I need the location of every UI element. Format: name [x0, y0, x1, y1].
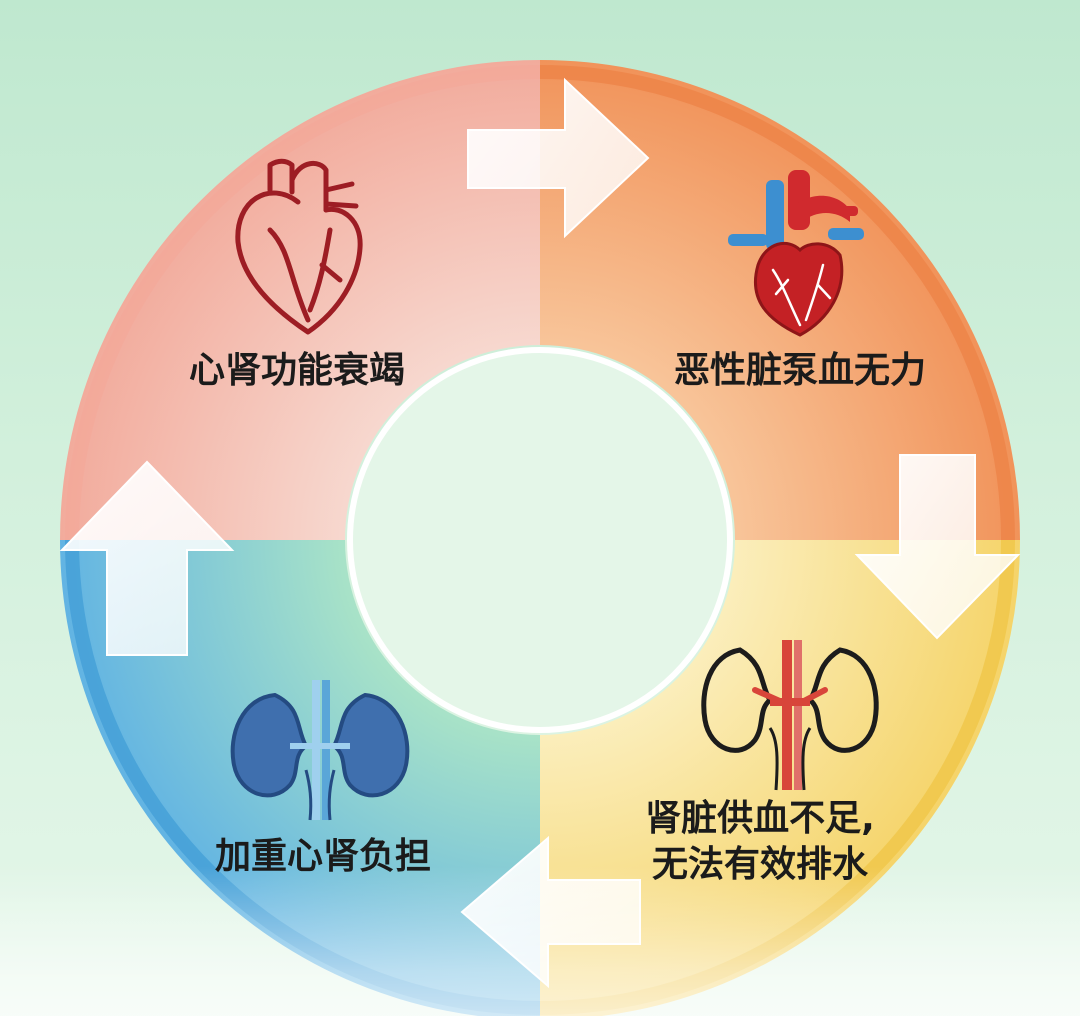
kidneys-outline-icon — [701, 640, 879, 791]
center-circle — [347, 347, 733, 733]
step-label-line-1: 肾脏供血不足, — [645, 798, 875, 839]
heart-anatomical-icon — [728, 170, 864, 337]
arrow-down-icon — [854, 454, 1021, 640]
step-label-weak-heart-pumping: 恶性脏泵血无力 — [673, 350, 927, 391]
arrow-right-icon — [467, 77, 650, 239]
step-label-increase-burden: 加重心肾负担 — [214, 836, 432, 877]
arrow-up-icon — [59, 460, 235, 656]
step-label-line-2: 无法有效排水 — [651, 844, 868, 885]
heart-outline-icon — [235, 158, 363, 335]
kidneys-blue-icon — [230, 680, 410, 821]
step-label-kidney-insufficient-blood: 肾脏供血不足, 无法有效排水 — [645, 796, 875, 888]
step-label-kidney-heart-failure: 心肾功能衰竭 — [188, 350, 406, 391]
